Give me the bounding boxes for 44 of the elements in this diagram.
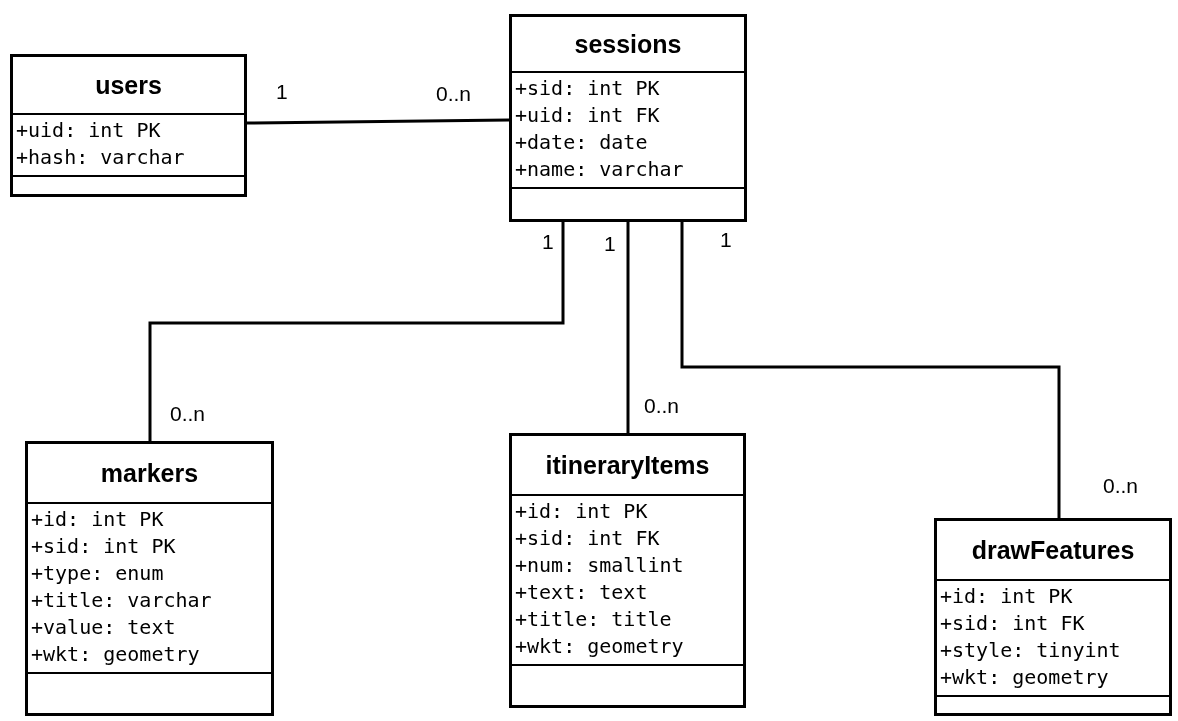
multiplicity-label: 1 [604, 232, 616, 256]
attribute: +uid: int PK [16, 117, 161, 144]
attribute: +sid: int PK [31, 533, 176, 560]
attribute: +wkt: geometry [515, 633, 684, 660]
attribute: +wkt: geometry [31, 641, 200, 668]
multiplicity-label: 0..n [644, 394, 680, 418]
association-line [148, 222, 565, 441]
class-box [934, 518, 1172, 716]
association-line [247, 118, 509, 125]
attribute: +id: int PK [31, 506, 164, 533]
class-name: markers [100, 458, 199, 488]
attribute: +sid: int PK [515, 75, 660, 102]
class-box [509, 433, 746, 708]
class-name: itineraryItems [545, 450, 710, 480]
class-name: drawFeatures [971, 535, 1135, 565]
attribute: +num: smallint [515, 552, 684, 579]
attribute: +id: int PK [515, 498, 648, 525]
multiplicity-label: 1 [720, 228, 732, 252]
attribute: +sid: int FK [515, 525, 660, 552]
attribute: +title: title [515, 606, 672, 633]
attribute: +hash: varchar [16, 144, 185, 171]
multiplicity-label: 0..n [1103, 474, 1139, 498]
attribute: +value: text [31, 614, 176, 641]
attribute: +sid: int FK [940, 610, 1085, 637]
association-line [680, 222, 1061, 518]
class-box [25, 441, 274, 716]
attribute: +style: tinyint [940, 637, 1121, 664]
attribute: +type: enum [31, 560, 164, 587]
multiplicity-label: 0..n [170, 402, 206, 426]
attribute: +id: int PK [940, 583, 1073, 610]
attribute: +wkt: geometry [940, 664, 1109, 691]
attribute: +text: text [515, 579, 648, 606]
association-line [626, 222, 630, 433]
multiplicity-label: 1 [276, 80, 288, 104]
class-name: sessions [574, 29, 682, 59]
class-box [10, 54, 247, 197]
class-name: users [95, 70, 162, 100]
attribute: +uid: int FK [515, 102, 660, 129]
attribute: +name: varchar [515, 156, 684, 183]
multiplicity-label: 1 [542, 230, 554, 254]
class-box [509, 14, 747, 222]
attribute: +date: date [515, 129, 648, 156]
multiplicity-label: 0..n [436, 82, 472, 106]
attribute: +title: varchar [31, 587, 212, 614]
